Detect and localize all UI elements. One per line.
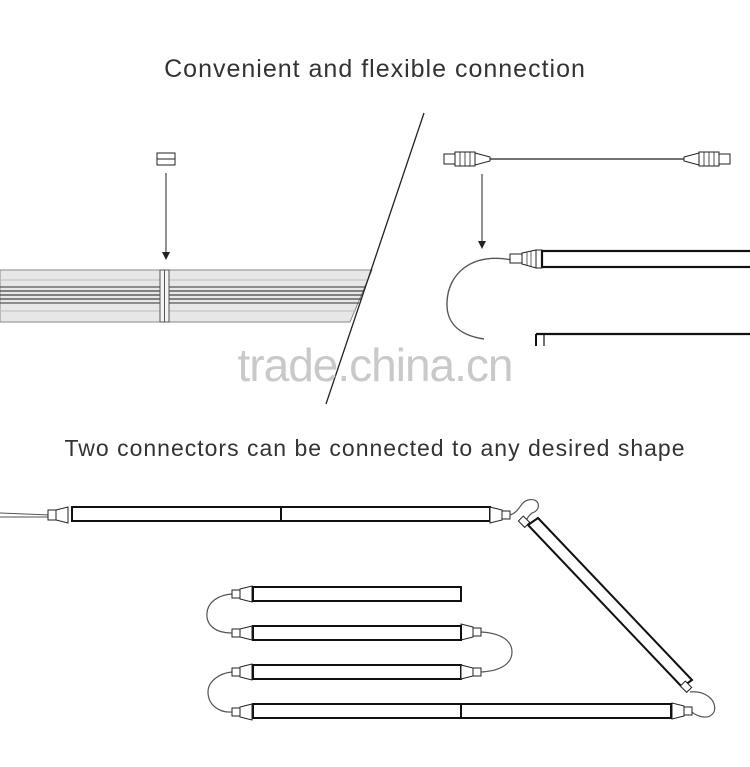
- bar-top-left: [71, 506, 282, 522]
- aluminum-profile-joined: [0, 269, 373, 323]
- straight-joiner-icon: [156, 152, 176, 166]
- shape-layout-diagram: [0, 498, 716, 721]
- bar-bottom-left: [252, 703, 462, 719]
- top-title: Convenient and flexible connection: [164, 55, 586, 83]
- down-arrow-right: [478, 174, 486, 249]
- bar-top-right: [280, 506, 491, 522]
- connector-end: [47, 506, 69, 524]
- connector-end: [489, 506, 511, 524]
- connector-end: [671, 702, 693, 720]
- connector-end: [231, 663, 253, 681]
- connector-end: [460, 623, 482, 641]
- bar-row-2: [252, 625, 462, 641]
- watermark: trade.china.cn: [237, 339, 514, 391]
- bar-row-3: [252, 664, 462, 680]
- connector-end: [231, 703, 253, 721]
- bar-bottom-right: [460, 703, 672, 719]
- connector-end: [231, 585, 253, 603]
- bar-row-1: [252, 586, 462, 602]
- section-divider: [325, 112, 425, 405]
- connected-bars-detail: [446, 249, 750, 346]
- connector-cable-icon: [443, 151, 731, 167]
- connector-end: [231, 625, 253, 641]
- down-arrow-left: [162, 173, 170, 260]
- bar-diagonal: [517, 515, 694, 694]
- bottom-title: Two connectors can be connected to any d…: [64, 435, 686, 461]
- connector-end: [460, 664, 482, 680]
